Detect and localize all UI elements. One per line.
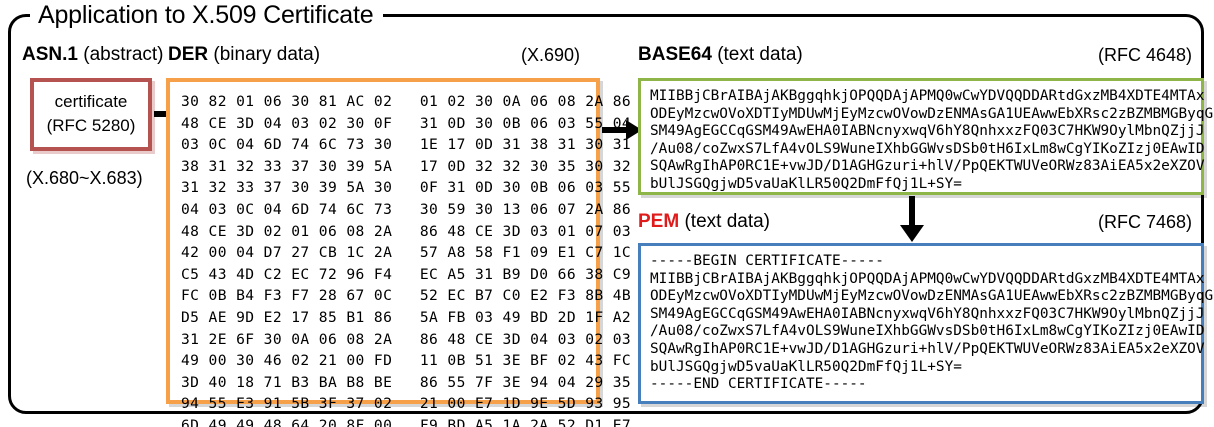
der-hex-box: 30 82 01 06 30 81 AC 02 01 02 30 0A 06 0… [166, 78, 631, 427]
base64-reference: (RFC 4648) [1098, 45, 1193, 65]
asn1-box-line1: certificate [54, 92, 128, 111]
base64-heading-light: (text data) [711, 44, 803, 65]
pem-reference: (RFC 7468) [1098, 212, 1193, 232]
asn1-heading-bold: ASN.1 [22, 44, 78, 65]
base64-text-box: MIIBBjCBrAIBAjAKBggqhkjOPQQDAjAPMQ0wCwYD… [638, 78, 1214, 195]
base64-heading-bold: BASE64 [638, 44, 712, 65]
asn1-box-text: certificate (RFC 5280) [34, 90, 148, 138]
base64-heading: BASE64 (text data) [638, 44, 803, 66]
der-hex-dump: 30 82 01 06 30 81 AC 02 01 02 30 0A 06 0… [181, 93, 632, 427]
asn1-standard-note: (X.680~X.683) [26, 168, 143, 188]
der-reference: (X.690) [521, 45, 581, 65]
base64-text: MIIBBjCBrAIBAjAKBggqhkjOPQQDAjAPMQ0wCwYD… [650, 88, 1214, 192]
diagram-title: Application to X.509 Certificate [30, 0, 384, 30]
pem-text-box: -----BEGIN CERTIFICATE----- MIIBBjCBrAIB… [638, 243, 1214, 404]
pem-heading-bold: PEM [638, 211, 680, 232]
der-heading-light: (binary data) [208, 44, 321, 65]
der-heading: DER (binary data) [168, 44, 320, 66]
der-heading-bold: DER [168, 44, 209, 65]
asn1-certificate-box: certificate (RFC 5280) [30, 78, 152, 151]
asn1-heading: ASN.1 (abstract) [22, 44, 164, 66]
outer-frame [8, 14, 1204, 414]
pem-text: -----BEGIN CERTIFICATE----- MIIBBjCBrAIB… [650, 253, 1214, 393]
asn1-box-line2: (RFC 5280) [46, 116, 136, 135]
asn1-heading-light: (abstract) [77, 44, 164, 65]
pem-heading: PEM (text data) [638, 211, 770, 233]
pem-heading-light: (text data) [679, 211, 771, 232]
